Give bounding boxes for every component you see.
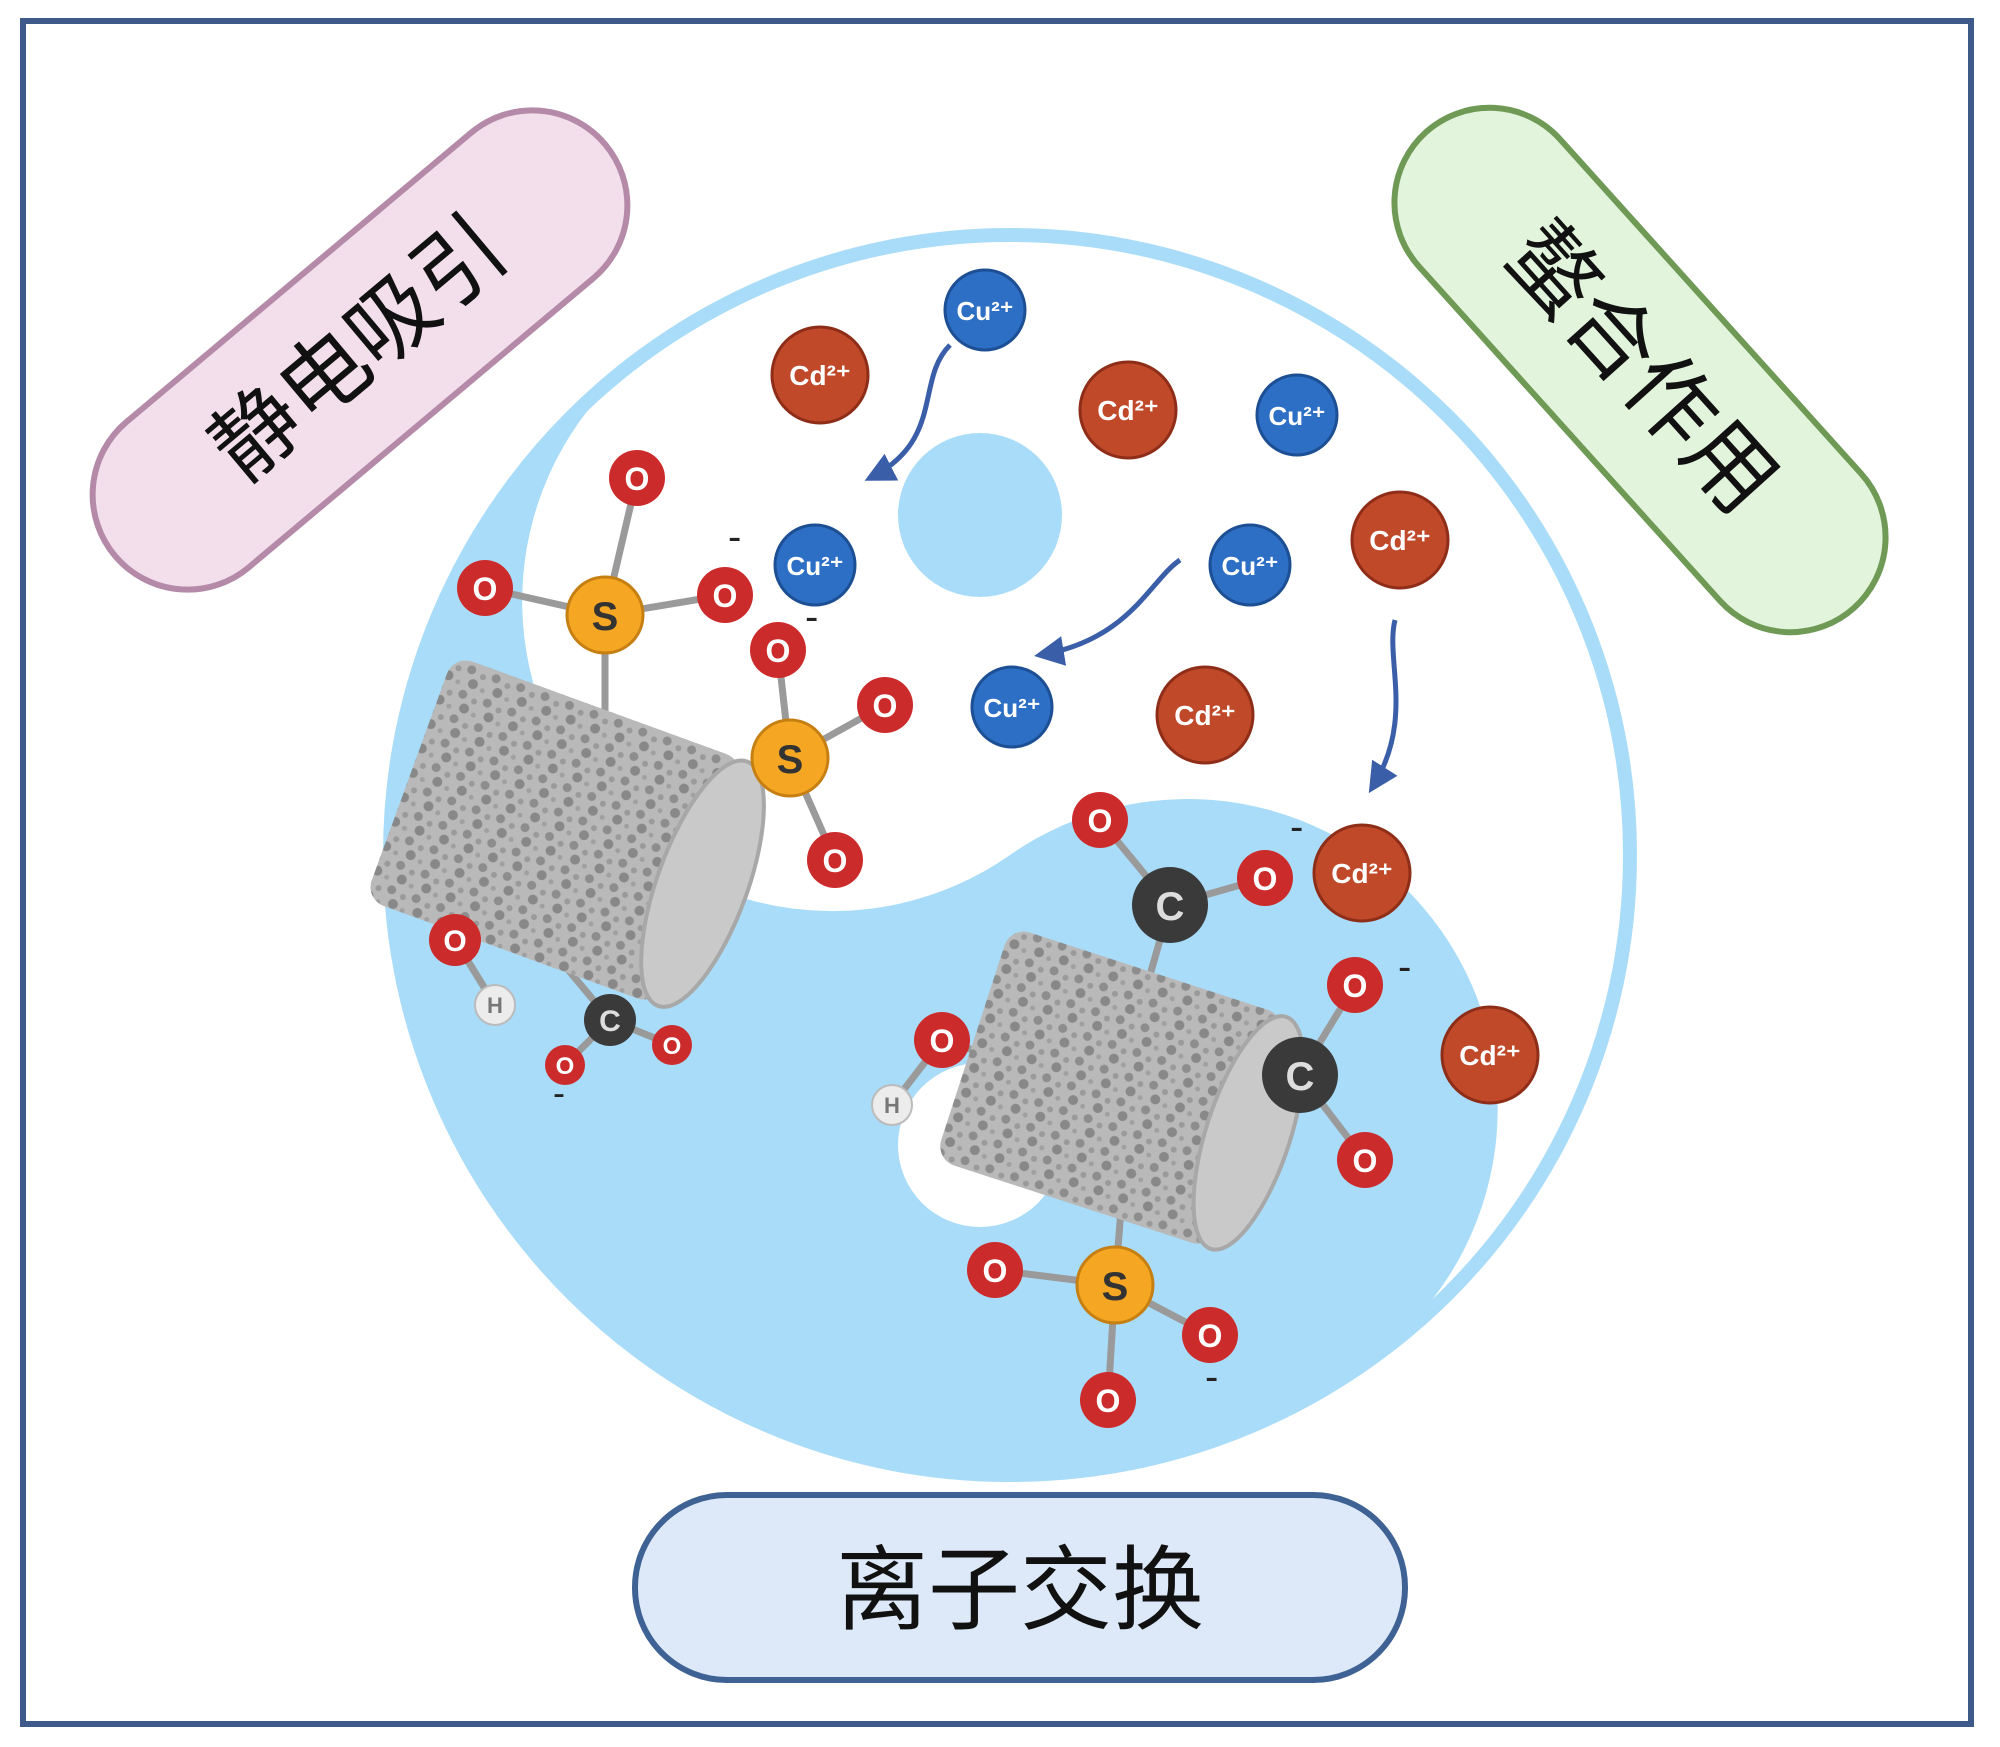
label-ion-exchange: 离子交换 — [836, 1537, 1204, 1644]
svg-text:Cd²⁺: Cd²⁺ — [789, 360, 850, 391]
svg-text:O: O — [473, 571, 498, 607]
atom-oxygen: O — [1182, 1307, 1238, 1363]
arrow — [864, 343, 952, 481]
atom-sulfur: S — [750, 718, 830, 798]
atom-oxygen: O — [609, 450, 665, 506]
svg-text:O: O — [1088, 803, 1113, 839]
atom-oxygen: O — [807, 832, 863, 888]
svg-text:O: O — [625, 461, 650, 497]
svg-text:Cd²⁺: Cd²⁺ — [1459, 1040, 1520, 1071]
atom-oxygen: O — [1237, 850, 1293, 906]
atom-sulfur: S — [1075, 1245, 1155, 1325]
outer-frame — [20, 18, 1974, 1727]
atom-carbon: C — [1132, 867, 1208, 943]
cu-ion: Cu²⁺ — [970, 665, 1054, 749]
negative-charge: - — [553, 1072, 565, 1113]
pill-chelation: 螯合作用 — [1391, 104, 1889, 636]
svg-text:O: O — [983, 1253, 1008, 1289]
cu-ion: Cu²⁺ — [1255, 373, 1339, 457]
cd-ion: Cd²⁺ — [1312, 823, 1412, 923]
svg-text:O: O — [766, 633, 791, 669]
cd-ion: Cd²⁺ — [1078, 360, 1178, 460]
atom-oxygen: O — [857, 677, 913, 733]
svg-text:H: H — [487, 993, 503, 1018]
svg-text:Cd²⁺: Cd²⁺ — [1097, 395, 1158, 426]
atom-oxygen: O — [1080, 1372, 1136, 1428]
atom-oxygen: O — [457, 560, 513, 616]
svg-text:Cu²⁺: Cu²⁺ — [1221, 551, 1278, 581]
cu-ion: Cu²⁺ — [943, 268, 1027, 352]
atom-oxygen: O — [652, 1025, 692, 1065]
cd-ion: Cd²⁺ — [770, 325, 870, 425]
pill-ion-exchange: 离子交换 — [632, 1492, 1408, 1683]
cd-ion: Cd²⁺ — [1350, 490, 1450, 590]
svg-text:O: O — [1343, 968, 1368, 1004]
svg-text:O: O — [1096, 1383, 1121, 1419]
svg-text:Cu²⁺: Cu²⁺ — [983, 693, 1040, 723]
svg-text:O: O — [930, 1023, 955, 1059]
negative-charge: - — [1205, 1355, 1218, 1399]
svg-text:C: C — [599, 1005, 621, 1038]
arrow — [1034, 557, 1182, 666]
svg-text:Cd²⁺: Cd²⁺ — [1174, 700, 1235, 731]
svg-text:Cu²⁺: Cu²⁺ — [956, 296, 1013, 326]
negative-charge: - — [1290, 805, 1303, 849]
atom-oxygen: O — [1327, 957, 1383, 1013]
svg-text:O: O — [713, 578, 738, 614]
svg-text:S: S — [592, 595, 619, 639]
cu-ion: Cu²⁺ — [1208, 523, 1292, 607]
svg-text:O: O — [1198, 1318, 1223, 1354]
atom-sulfur: S — [565, 575, 645, 655]
atom-oxygen: O — [1072, 792, 1128, 848]
svg-text:Cd²⁺: Cd²⁺ — [1331, 858, 1392, 889]
svg-text:Cu²⁺: Cu²⁺ — [1268, 401, 1325, 431]
svg-text:C: C — [1286, 1055, 1315, 1099]
svg-text:O: O — [443, 925, 466, 958]
atom-oxygen: O — [914, 1012, 970, 1068]
atom-carbon: C — [1262, 1037, 1338, 1113]
cu-ion: Cu²⁺ — [773, 523, 857, 607]
motion-arrows — [864, 343, 1399, 794]
atom-oxygen: O — [750, 622, 806, 678]
svg-text:O: O — [556, 1053, 575, 1080]
atom-oxygen: O — [545, 1045, 585, 1085]
atom-hydrogen: H — [871, 1084, 913, 1126]
svg-text:O: O — [873, 688, 898, 724]
svg-text:Cd²⁺: Cd²⁺ — [1369, 525, 1430, 556]
atom-oxygen: O — [697, 567, 753, 623]
svg-text:C: C — [1156, 885, 1185, 929]
svg-text:Cu²⁺: Cu²⁺ — [786, 551, 843, 581]
atom-carbon: C — [584, 994, 636, 1046]
svg-text:O: O — [663, 1033, 682, 1060]
cd-ion: Cd²⁺ — [1155, 665, 1255, 765]
atom-oxygen: O — [967, 1242, 1023, 1298]
yin-eye-blue — [898, 433, 1062, 597]
atom-oxygen: O — [1337, 1132, 1393, 1188]
atom-hydrogen: H — [474, 984, 516, 1026]
porous-adsorbent-left — [370, 477, 887, 1068]
negative-charge: - — [1398, 945, 1411, 989]
svg-text:S: S — [777, 738, 804, 782]
svg-text:O: O — [1253, 861, 1278, 897]
cd-ion: Cd²⁺ — [1440, 1005, 1540, 1105]
arrow — [1368, 619, 1399, 794]
svg-text:S: S — [1102, 1265, 1129, 1309]
negative-charge: - — [728, 515, 741, 559]
svg-text:H: H — [884, 1093, 900, 1118]
svg-text:O: O — [1353, 1143, 1378, 1179]
atom-oxygen: O — [429, 914, 481, 966]
svg-text:O: O — [823, 843, 848, 879]
